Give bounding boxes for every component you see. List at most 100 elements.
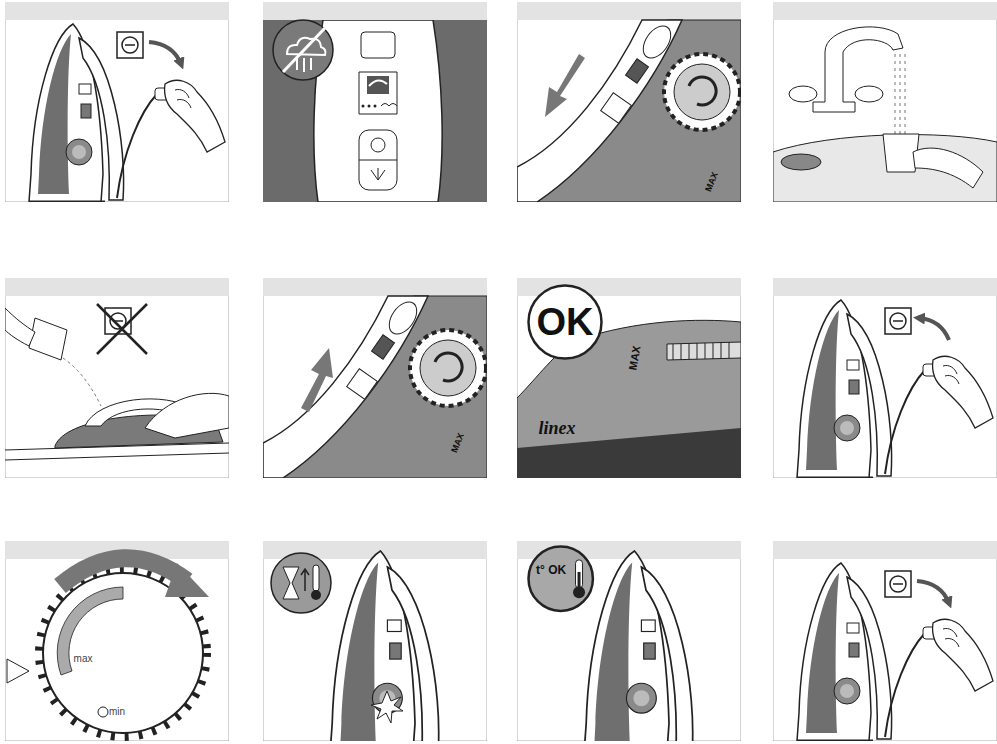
unplug-panel	[773, 541, 997, 741]
tap-panel	[913, 148, 983, 188]
ready-panel	[584, 551, 693, 741]
ok-panel	[673, 342, 729, 360]
steam-off-panel	[263, 2, 487, 202]
steam-off-panel	[263, 20, 487, 202]
steam-off-panel	[263, 2, 487, 202]
slider-down-panel	[517, 20, 682, 202]
fill-panel	[5, 308, 35, 346]
slider-down-panel	[601, 93, 632, 124]
slider-up-panel	[347, 369, 378, 400]
ok-panel	[517, 278, 741, 478]
heating-panel	[313, 565, 319, 591]
slider-up-panel	[435, 353, 462, 381]
badge-circle	[529, 286, 602, 359]
slider-up-panel	[420, 340, 476, 396]
steam-off-panel	[361, 32, 395, 58]
badge-label: t° OK	[536, 564, 566, 576]
unplug-panel	[5, 2, 229, 202]
heating-panel	[311, 590, 321, 600]
dial-panel	[98, 707, 108, 717]
unplug-panel	[5, 2, 229, 20]
brand-name: linex	[538, 419, 575, 437]
steam-off-panel	[371, 168, 385, 180]
slider-up-panel	[301, 348, 333, 412]
fill-panel	[29, 318, 67, 360]
heating-panel	[371, 691, 403, 723]
unplug-panel	[155, 80, 225, 152]
ok-panel	[667, 342, 741, 360]
steam-off-panel	[359, 130, 397, 190]
steam-off-panel	[273, 20, 333, 80]
slider-up-panel	[410, 330, 486, 406]
dial-panel	[5, 541, 229, 741]
plug-in-panel	[773, 278, 997, 478]
fill-panel	[5, 278, 229, 296]
badge-text-box: t° OK	[527, 545, 594, 612]
temperature-badge: t° OK	[527, 545, 594, 612]
unplug-panel	[117, 94, 157, 198]
steam-off-panel	[371, 138, 385, 152]
steam-off-panel	[374, 105, 377, 108]
tap-panel	[773, 2, 997, 20]
unplug-panel	[923, 619, 993, 691]
heating-panel	[271, 553, 331, 613]
slider-down-panel	[626, 59, 649, 83]
slider-down-panel	[638, 21, 677, 63]
ok-panel	[517, 278, 741, 478]
unplug-panel	[885, 633, 925, 737]
slider-down-panel	[517, 20, 741, 202]
plug-in-panel	[885, 308, 911, 334]
plug-in-panel	[797, 300, 892, 478]
tap-panel	[813, 27, 903, 112]
dial-panel	[165, 563, 209, 597]
unplug-panel	[149, 42, 181, 64]
plug-in-panel	[923, 356, 993, 428]
unplug-panel	[885, 571, 911, 597]
steam-off-panel	[368, 105, 371, 108]
slider-down-panel	[517, 2, 741, 202]
badge-circle	[527, 545, 594, 612]
unplug-panel	[29, 24, 124, 202]
fill-panel	[63, 358, 101, 406]
dial-marking: min	[109, 707, 125, 717]
badge-label: OK	[537, 303, 594, 341]
slider-up-panel	[263, 278, 487, 478]
slider-up-panel	[384, 297, 423, 339]
badge-text-box: OK	[527, 284, 603, 360]
slider-down-panel	[545, 54, 585, 117]
tap-panel	[781, 154, 821, 170]
slider-up-panel	[263, 278, 487, 478]
fill-panel	[145, 393, 229, 438]
unplug-panel	[773, 541, 997, 741]
slider-up-panel	[263, 296, 487, 478]
slider-down-panel	[517, 2, 741, 202]
heating-panel	[301, 569, 309, 591]
slider-up-panel	[372, 335, 395, 359]
dial-panel	[60, 558, 187, 586]
steam-off-panel	[297, 58, 311, 72]
plug-in-panel	[885, 370, 925, 474]
plug-in-panel	[773, 278, 997, 478]
badge-circle	[529, 547, 593, 611]
steam-off-panel	[283, 28, 325, 72]
steam-off-panel	[359, 160, 397, 161]
tap-panel	[773, 2, 997, 202]
unplug-panel	[917, 581, 949, 603]
unplug-panel	[117, 32, 143, 58]
fill-panel	[97, 304, 147, 354]
dial-marking: max	[74, 654, 93, 664]
tap-panel	[895, 54, 905, 142]
steam-off-panel	[367, 76, 389, 94]
slider-down-panel	[664, 54, 740, 130]
fill-panel	[5, 278, 229, 478]
steam-off-panel	[359, 72, 397, 114]
tap-panel	[855, 86, 883, 102]
slider-up-panel	[263, 278, 487, 296]
tap-panel	[789, 86, 817, 102]
ok-badge: OK	[527, 284, 603, 360]
heating-panel	[330, 551, 439, 741]
slider-down-panel	[689, 77, 716, 105]
steam-off-panel	[362, 105, 365, 108]
unplug-panel	[797, 563, 892, 741]
